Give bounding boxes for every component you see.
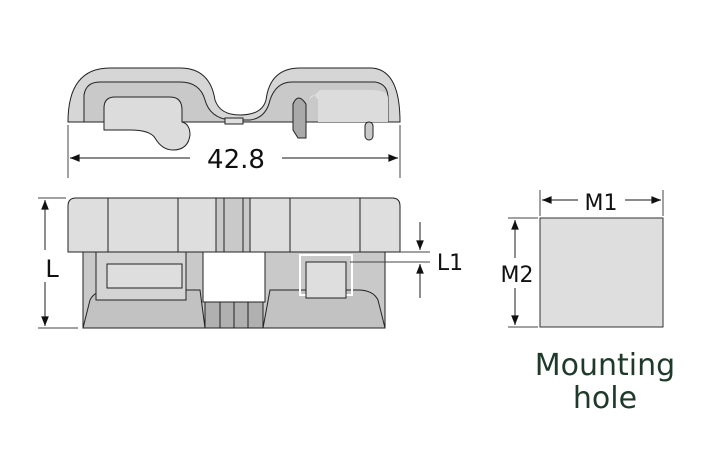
front-view (67, 197, 401, 329)
hole-width-label: M1 (585, 191, 618, 216)
height-label: L (45, 255, 59, 283)
caption-line-1: Mounting (535, 348, 675, 383)
mounting-hole-shape (539, 217, 664, 328)
hole-height-label: M2 (501, 263, 534, 288)
caption-line-2: hole (573, 381, 637, 416)
top-view (67, 67, 401, 151)
flange-label: L1 (437, 251, 463, 276)
width-label: 42.8 (207, 145, 265, 175)
